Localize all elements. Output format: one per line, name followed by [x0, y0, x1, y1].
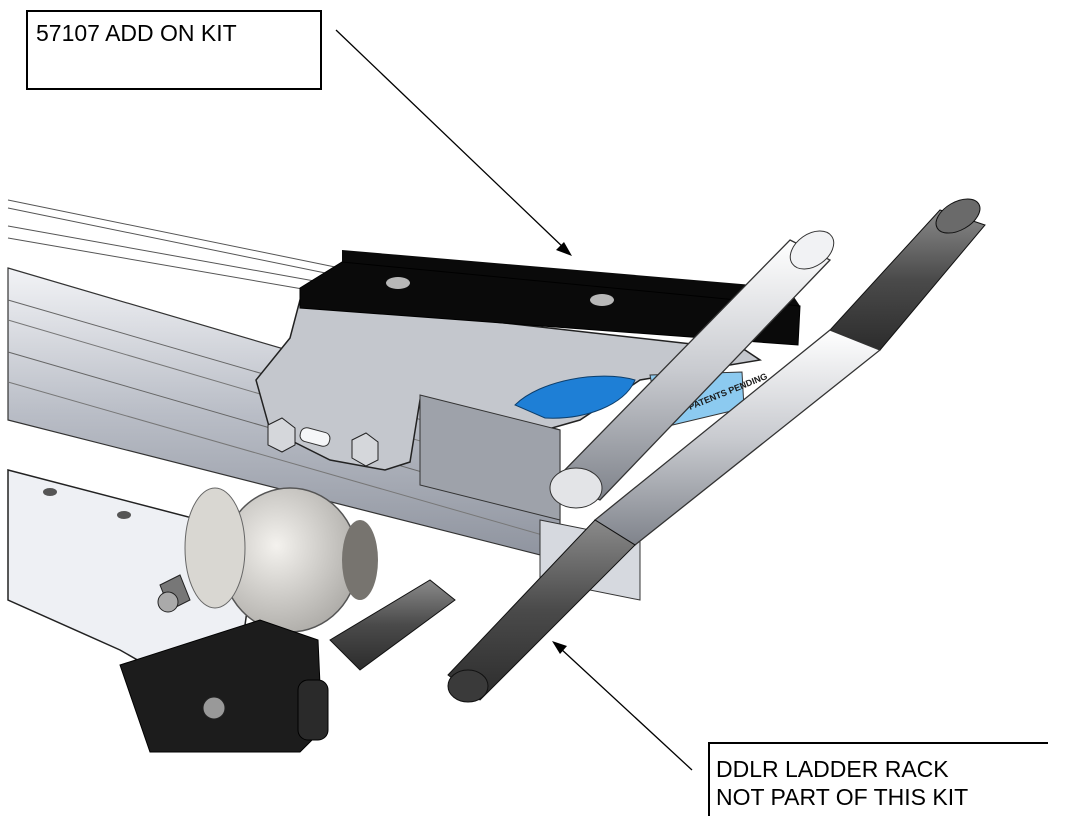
rack-leader-arrowhead: [552, 641, 567, 654]
ladder-rack-bar: [447, 198, 986, 703]
kit-bracket-plate: [255, 299, 762, 521]
lower-housing: [119, 619, 329, 753]
kit-leader-arrowhead: [556, 242, 572, 256]
rack-callout-line1: DDLR LADDER RACK: [716, 756, 949, 782]
lower-rack-bar: [329, 579, 456, 671]
kit-leader-line: [335, 29, 567, 251]
rack-callout: DDLR LADDER RACK NOT PART OF THIS KIT: [708, 742, 1048, 816]
upper-rack-bar: [549, 230, 835, 509]
kit-callout: 57107 ADD ON KIT: [26, 10, 322, 90]
rubber-pad: [299, 250, 801, 346]
upper-rail-lines: [7, 199, 341, 293]
roller-wheel: [184, 487, 378, 633]
kit-callout-label: 57107 ADD ON KIT: [36, 20, 237, 46]
rack-callout-line2: NOT PART OF THIS KIT: [716, 784, 969, 810]
rack-leader-line: [559, 647, 693, 771]
